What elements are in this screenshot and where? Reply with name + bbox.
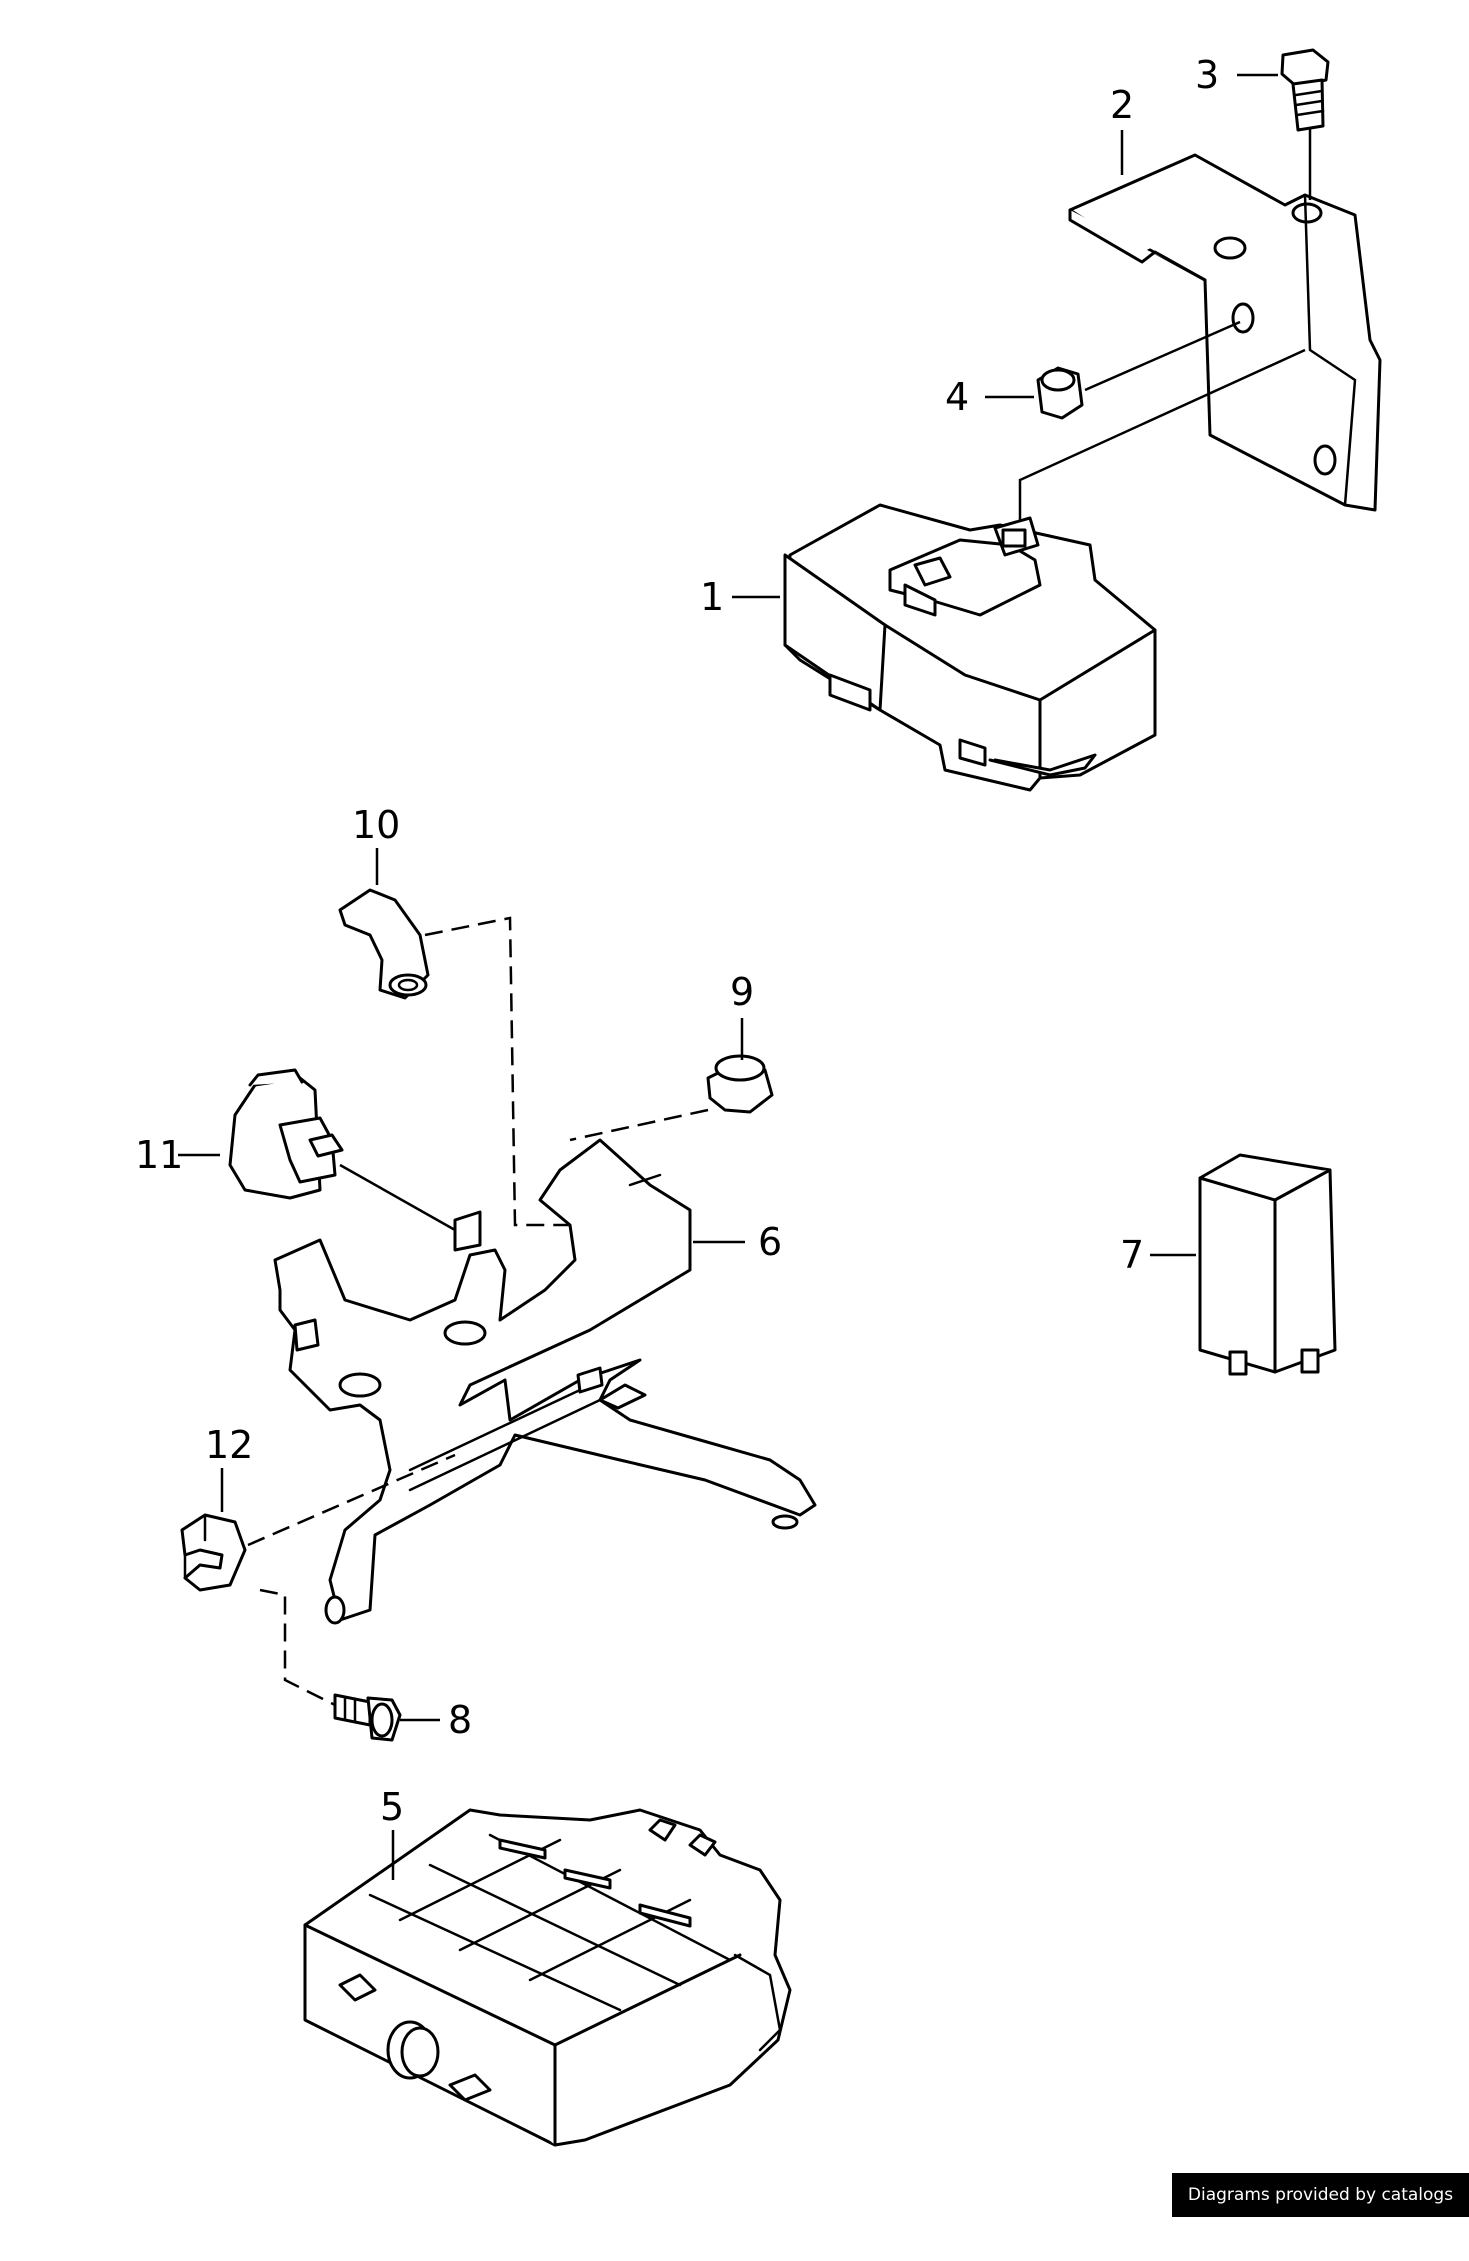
- part-5-control-module: [303, 1808, 792, 2147]
- dash-10-6: [424, 916, 590, 1227]
- callout-2: 2: [1110, 83, 1134, 127]
- part-4-nut: [1036, 366, 1084, 420]
- callout-3: 3: [1195, 53, 1219, 97]
- dash-12-8: [259, 1588, 336, 1707]
- part-7-relay: [1198, 1153, 1337, 1376]
- credit-banner: Diagrams provided by catalogs parts: [1172, 2173, 1469, 2249]
- callout-7: 7: [1120, 1233, 1144, 1277]
- part-6-mounting-bracket: [273, 1138, 817, 1625]
- callout-6: 6: [758, 1220, 782, 1264]
- callout-9: 9: [730, 970, 754, 1014]
- part-11-clip: [228, 1068, 344, 1200]
- callout-8: 8: [448, 1698, 472, 1742]
- callout-5: 5: [380, 1785, 404, 1829]
- part-9-cap-nut: [706, 1054, 774, 1114]
- dash-12-6: [247, 1453, 456, 1547]
- dash-2-1: [1018, 348, 1306, 528]
- part-12-clip-nut: [180, 1513, 247, 1592]
- part-8-screw: [333, 1693, 402, 1742]
- part-1-control-unit: [783, 503, 1157, 792]
- dash-11-6: [339, 1163, 456, 1232]
- part-3-bolt: [1280, 48, 1330, 132]
- dash-4-2: [1084, 320, 1241, 392]
- callout-1: 1: [700, 575, 724, 619]
- callout-4: 4: [945, 375, 969, 419]
- callout-12: 12: [205, 1423, 253, 1467]
- callout-10: 10: [352, 803, 400, 847]
- callout-11: 11: [135, 1133, 183, 1177]
- dash-9-6: [569, 1108, 709, 1142]
- part-2-bracket: [1068, 153, 1382, 512]
- part-10-hose: [338, 888, 430, 1000]
